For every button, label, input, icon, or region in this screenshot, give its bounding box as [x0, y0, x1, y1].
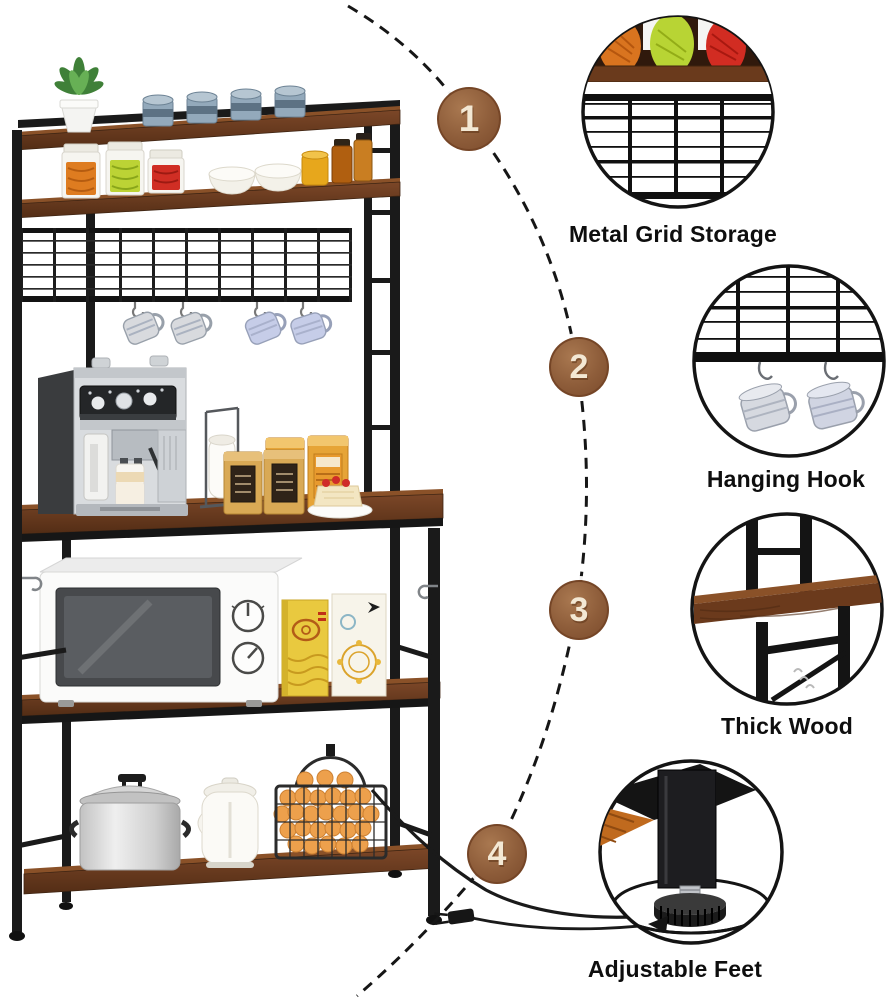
canister: [230, 88, 262, 121]
bakers-rack: [9, 57, 749, 941]
callout-adjustable-feet: [598, 759, 784, 945]
feature-label-hanging-hook: Hanging Hook: [706, 466, 866, 492]
mug: [122, 311, 165, 345]
callout-number-2: 2: [549, 337, 609, 397]
callout-hanging-hook: [692, 264, 886, 458]
jar-peppers: [105, 141, 145, 196]
electric-kettle: [197, 777, 259, 868]
feature-label-metal-grid-storage: Metal Grid Storage: [568, 221, 778, 247]
honey-jars: [331, 133, 373, 184]
yellow-food-box: [281, 599, 329, 697]
callout-number-4: 4: [467, 824, 527, 884]
yellow-jar: [301, 150, 329, 186]
mug: [290, 312, 333, 345]
mug: [244, 311, 287, 345]
egg-basket: [273, 744, 388, 860]
rack-front-frame: [9, 130, 442, 941]
jar-carrots: [61, 143, 101, 199]
microwave-dial: [231, 641, 265, 675]
canister: [186, 91, 218, 124]
coffee-bag-front: [263, 449, 305, 515]
latte-glass: [115, 463, 145, 507]
potted-plant: [54, 57, 104, 133]
microwave: [39, 557, 303, 707]
feature-label-adjustable-feet: Adjustable Feet: [587, 956, 763, 982]
metal-grid-storage-icon: [583, 17, 773, 199]
stock-pot: [69, 774, 191, 871]
white-food-box: [331, 593, 387, 697]
adjustable-feet-icon: [600, 764, 771, 935]
coffee-bag-front: [223, 451, 263, 515]
callout-number-1: 1: [437, 87, 501, 151]
metal-grid-panel: [20, 228, 352, 302]
callout-metal-grid: [581, 15, 775, 209]
side-hooks: [22, 576, 438, 600]
canister: [274, 85, 306, 118]
feature-label-thick-wood: Thick Wood: [721, 713, 853, 739]
canister: [142, 94, 174, 127]
cake-plate: [307, 476, 373, 519]
callout-number-3: 3: [549, 580, 609, 640]
hanging-hook-icon: [694, 266, 884, 432]
hanging-mugs: [122, 302, 333, 345]
thick-wood-icon: [694, 514, 882, 704]
callout-thick-wood: [690, 512, 884, 706]
mug: [170, 311, 213, 345]
canister-jars: [142, 85, 306, 127]
white-bowl: [208, 166, 256, 195]
microwave-dial: [231, 599, 265, 633]
coffee-machine: [38, 355, 188, 516]
white-bowl: [254, 163, 302, 192]
spice-and-produce-jars: [61, 133, 373, 199]
jar-chilis: [147, 149, 185, 194]
